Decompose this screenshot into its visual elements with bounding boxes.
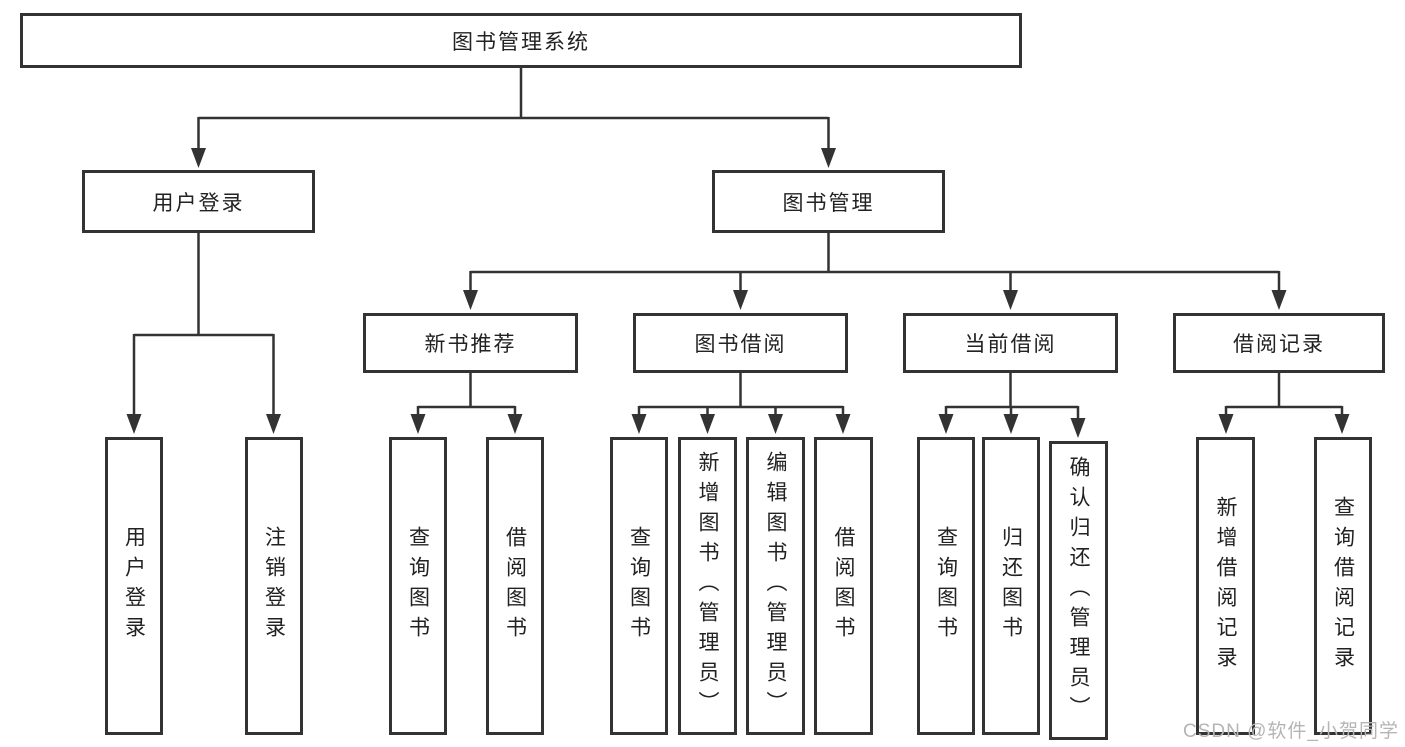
node-book-management: 图书管理 [712,170,945,233]
leaf-add-book-admin: 新增图书（管理员） [678,437,737,735]
arrowhead [1334,414,1350,434]
leaf-borrow-books-recommend: 借阅图书 [486,437,544,735]
connector-new-book-to-leaves [416,373,517,416]
leaf-logout: 注销登录 [245,437,303,735]
connector-current-borrowing-to-leaves [944,373,1080,420]
arrowhead [835,414,851,434]
arrowhead [1271,290,1287,310]
arrowhead [1070,418,1086,438]
connector-book-mgmt-to-level3 [469,233,1281,292]
leaf-query-borrow-record-label: 查询借阅记录 [1331,496,1355,676]
leaf-query-books-borrowing: 查询图书 [610,437,668,735]
node-borrowing-records-label: 借阅记录 [1233,333,1325,356]
arrowhead [191,148,206,168]
node-root: 图书管理系统 [20,13,1022,68]
leaf-confirm-return-admin: 确认归还（管理员） [1049,441,1108,740]
node-new-book-recommend-label: 新书推荐 [424,333,517,356]
leaf-query-books-recommend: 查询图书 [389,437,447,735]
node-current-borrowing-label: 当前借阅 [964,333,1057,356]
arrowhead [463,290,478,310]
leaf-add-book-admin-label: 新增图书（管理员） [696,451,719,721]
leaf-return-books: 归还图书 [982,437,1040,735]
leaf-edit-book-admin: 编辑图书（管理员） [746,437,805,735]
arrowhead [631,414,647,434]
leaf-query-borrow-record: 查询借阅记录 [1314,437,1372,735]
node-user-login-label: 用户登录 [152,191,245,215]
leaf-add-borrow-record: 新增借阅记录 [1196,437,1255,735]
node-root-label: 图书管理系统 [452,30,590,54]
leaf-query-books-current: 查询图书 [917,437,975,735]
node-borrowing-records: 借阅记录 [1173,313,1385,373]
arrowhead [1003,414,1019,434]
connector-borrow-records-to-leaves [1224,373,1344,416]
arrowhead [126,414,142,434]
arrowhead [1218,414,1234,434]
leaf-confirm-return-admin-label: 确认归还（管理员） [1067,455,1090,726]
node-new-book-recommend: 新书推荐 [363,313,578,373]
leaf-query-books-current-label: 查询图书 [934,526,958,646]
leaf-add-borrow-record-label: 新增借阅记录 [1214,496,1237,676]
connector-root-to-level2 [197,68,830,150]
node-book-borrowing-label: 图书借阅 [694,333,787,356]
node-book-management-label: 图书管理 [782,191,875,215]
arrowhead [733,290,748,310]
node-user-login: 用户登录 [82,170,315,233]
arrowhead [507,414,523,434]
arrowhead [821,148,836,168]
node-book-borrowing: 图书借阅 [633,313,848,373]
node-current-borrowing: 当前借阅 [903,313,1118,373]
leaf-borrow-books-recommend-label: 借阅图书 [503,526,527,646]
leaf-user-login-label: 用户登录 [122,526,146,646]
leaf-edit-book-admin-label: 编辑图书（管理员） [764,451,787,721]
connector-book-borrowing-to-leaves [637,373,845,416]
arrowhead [1003,290,1018,310]
arrowhead [938,414,954,434]
leaf-logout-label: 注销登录 [262,526,286,646]
leaf-query-books-recommend-label: 查询图书 [406,526,430,646]
connector-user-login-to-leaves [132,233,275,416]
leaf-user-login: 用户登录 [105,437,163,735]
leaf-borrow-books-borrowing: 借阅图书 [814,437,873,735]
arrowhead [700,414,715,434]
csdn-watermark: CSDN @软件_小贺同学 [1183,721,1399,742]
leaf-borrow-books-borrowing-label: 借阅图书 [832,526,855,646]
arrowhead [410,414,426,434]
arrowhead [768,414,783,434]
arrowhead [266,414,281,434]
leaf-return-books-label: 归还图书 [999,526,1023,646]
leaf-query-books-borrowing-label: 查询图书 [627,526,651,646]
